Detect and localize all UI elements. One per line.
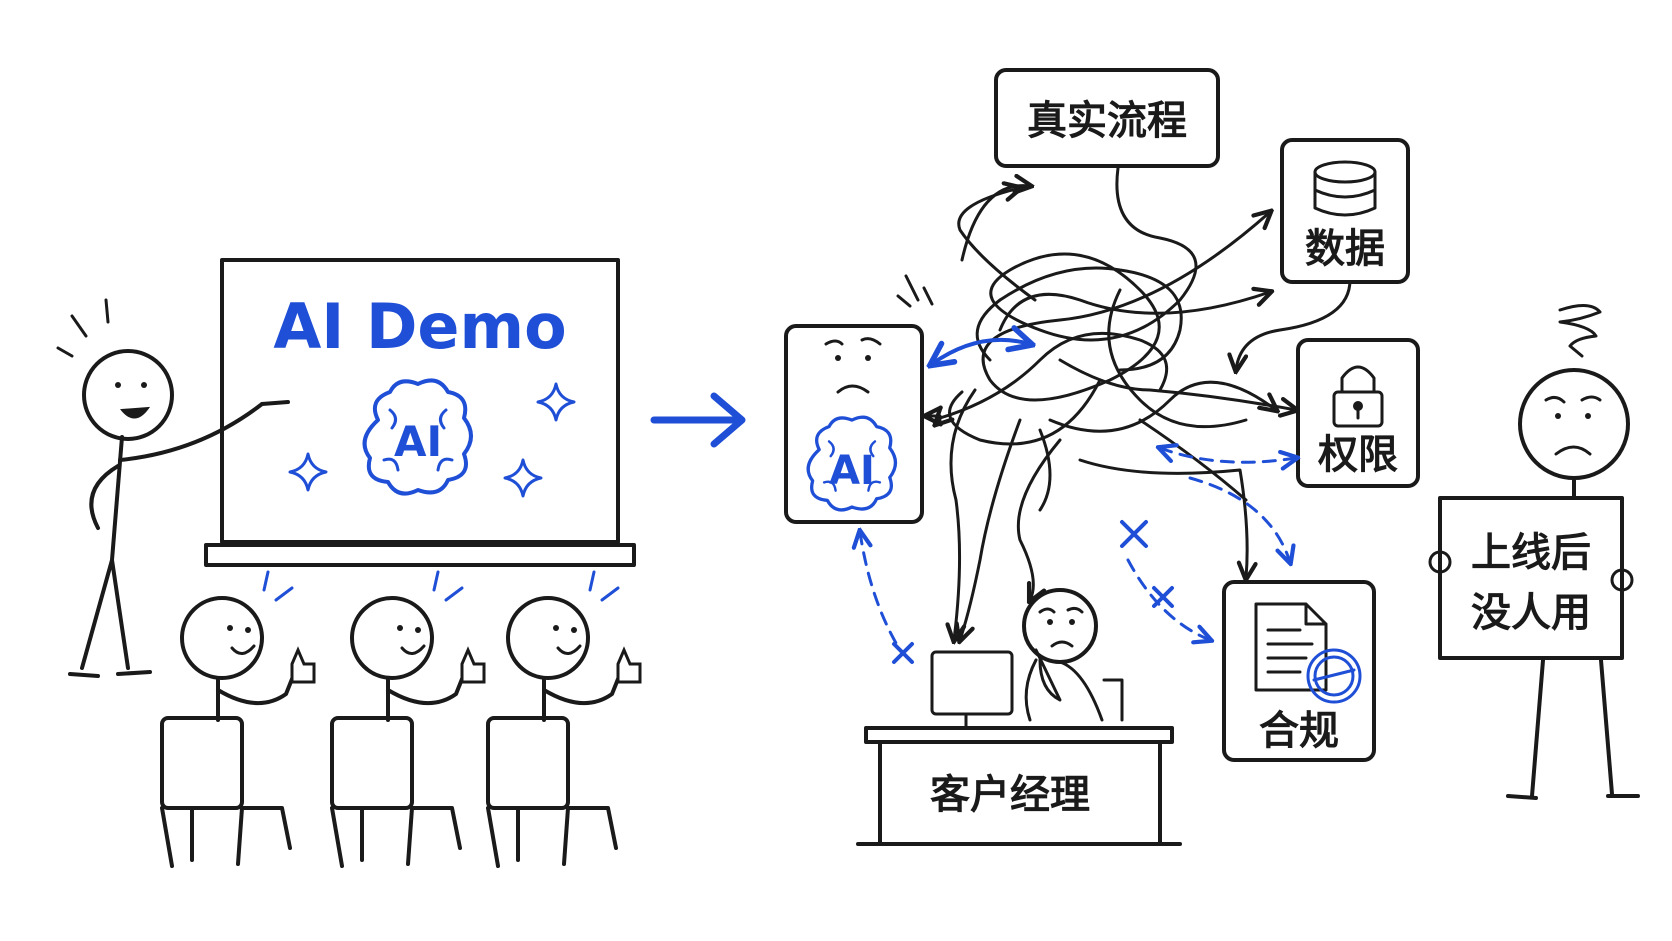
data-node: 数据 (1280, 138, 1410, 284)
sign-board: 上线后 没人用 (1428, 496, 1634, 660)
compliance-node: 合规 (1222, 580, 1376, 762)
presentation-screen: AI Demo AI (204, 258, 636, 567)
worried-face-icon (824, 337, 882, 394)
x-mark-icon (1120, 520, 1148, 548)
chair-icon (486, 716, 618, 868)
right-scene: 上线后 没人用 (1428, 304, 1640, 800)
audience-member (330, 570, 486, 868)
brain-icon: AI (362, 378, 473, 496)
account-manager-desk: 客户经理 (856, 588, 1182, 846)
thumbs-up-icon (460, 646, 486, 684)
chair-icon (160, 716, 292, 868)
sign-line-1: 上线后 (1471, 530, 1591, 576)
ai-label: AI (829, 448, 875, 494)
permission-label: 权限 (1317, 432, 1398, 478)
chair-icon (330, 716, 462, 868)
screen-title: AI Demo (273, 290, 566, 363)
process-node: 真实流程 (994, 68, 1220, 168)
middle-scene: AI 真实流程 数据 (784, 68, 1420, 846)
database-icon (1313, 160, 1377, 217)
audience-member (486, 570, 642, 868)
presenter-stick-figure (56, 298, 290, 678)
worried-stick-figure (1022, 588, 1124, 722)
ai-tablet: AI (784, 274, 934, 524)
computer-monitor-icon (930, 650, 1014, 730)
stamp-icon (1306, 648, 1362, 704)
confused-swirl-icon (1558, 304, 1602, 358)
audience-member (160, 570, 316, 868)
lock-icon (1332, 365, 1384, 428)
document-icon (1254, 602, 1328, 692)
left-scene: AI Demo AI (56, 258, 642, 868)
x-mark-icon (1152, 586, 1174, 608)
tangled-connections (936, 166, 1352, 640)
process-label: 真实流程 (1027, 98, 1187, 144)
data-label: 数据 (1305, 226, 1385, 272)
x-mark-icon (892, 642, 914, 664)
transition-arrow (650, 392, 746, 448)
sign-line-2: 没人用 (1471, 590, 1591, 636)
brain-label: AI (394, 417, 442, 466)
thumbs-up-icon (290, 646, 316, 684)
compliance-label: 合规 (1259, 708, 1339, 754)
audience (160, 570, 642, 868)
permission-node: 权限 (1296, 338, 1420, 488)
thumbs-up-icon (616, 646, 642, 684)
account-manager-label: 客户经理 (930, 772, 1090, 818)
